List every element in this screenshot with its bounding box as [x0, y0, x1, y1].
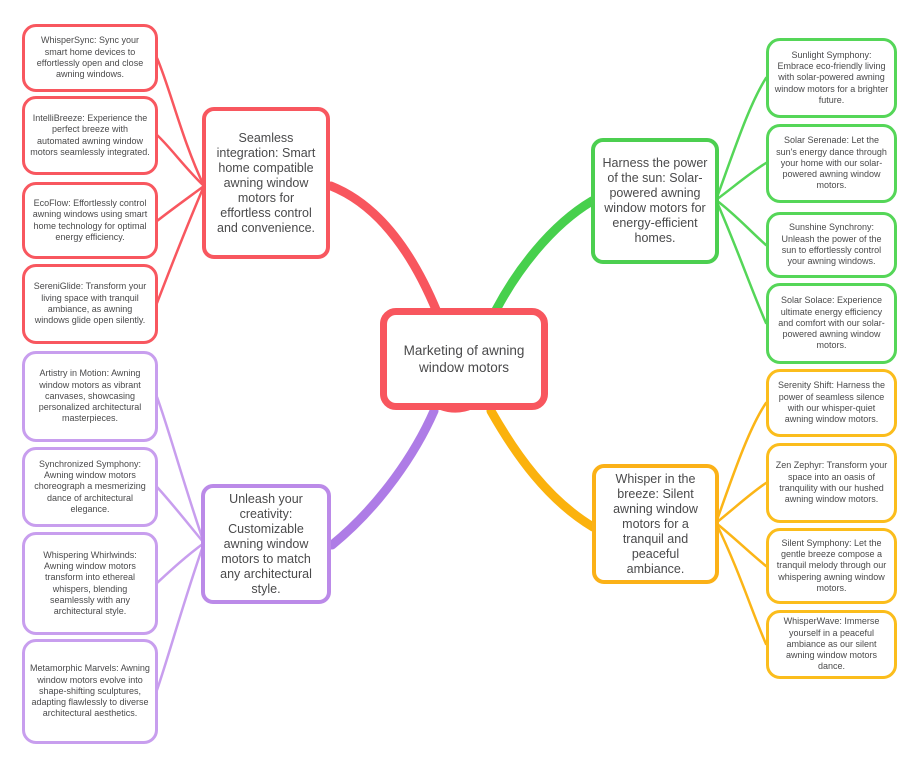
child-label: SereniGlide: Transform your living space…: [33, 281, 147, 326]
child-curve-artistry-in-motion: [155, 395, 206, 545]
child-curve-ecoflow: [155, 184, 206, 223]
branch-curve-solar-power: [491, 196, 597, 315]
child-node-synchronized-symphony[interactable]: Synchronized Symphony: Awning window mot…: [22, 447, 158, 527]
child-label: Serenity Shift: Harness the power of sea…: [777, 380, 886, 425]
child-label: Solar Serenade: Let the sun's energy dan…: [776, 135, 887, 191]
child-node-ecoflow[interactable]: EcoFlow: Effortlessly control awning win…: [22, 182, 158, 259]
central-topic-node[interactable]: Marketing of awning window motors: [380, 308, 548, 410]
child-label: Sunshine Synchrony: Unleash the power of…: [781, 222, 882, 267]
child-node-serenity-shift[interactable]: Serenity Shift: Harness the power of sea…: [766, 369, 897, 437]
child-curve-silent-symphony: [714, 521, 768, 568]
child-label: Artistry in Motion: Awning window motors…: [38, 368, 142, 424]
branch-curve-seamless-integration: [326, 181, 442, 317]
child-curve-whispersync: [155, 56, 206, 188]
branch-node-silent-tranquil[interactable]: Whisper in the breeze: Silent awning win…: [592, 464, 719, 584]
child-node-whispersync[interactable]: WhisperSync: Sync your smart home device…: [22, 24, 158, 92]
child-label: Synchronized Symphony: Awning window mot…: [34, 458, 146, 514]
child-node-intellibreeze[interactable]: IntelliBreeze: Experience the perfect br…: [22, 96, 158, 175]
child-curve-synchronized-symphony: [155, 485, 206, 545]
child-label: Solar Solace: Experience ultimate energy…: [778, 295, 885, 351]
branch-label: Unleash your creativity: Customizable aw…: [220, 491, 312, 596]
branch-node-seamless-integration[interactable]: Seamless integration: Smart home compati…: [202, 107, 330, 259]
branch-curve-silent-tranquil: [486, 406, 598, 532]
child-label: Silent Symphony: Let the gentle breeze c…: [776, 537, 887, 593]
branch-node-solar-power[interactable]: Harness the power of the sun: Solar-powe…: [591, 138, 719, 264]
child-curve-metamorphic-marvels: [155, 541, 206, 692]
child-curve-solar-serenade: [714, 161, 768, 202]
child-node-solar-serenade[interactable]: Solar Serenade: Let the sun's energy dan…: [766, 124, 897, 203]
child-curve-serenity-shift: [714, 401, 768, 525]
child-node-whispering-whirlwinds[interactable]: Whispering Whirlwinds: Awning window mot…: [22, 532, 158, 635]
child-node-sereniglide[interactable]: SereniGlide: Transform your living space…: [22, 264, 158, 344]
child-label: Metamorphic Marvels: Awning window motor…: [30, 663, 150, 719]
child-curve-solar-solace: [714, 198, 768, 325]
branch-label: Whisper in the breeze: Silent awning win…: [613, 471, 698, 576]
child-curve-sunshine-synchrony: [714, 198, 768, 247]
branch-label: Seamless integration: Smart home compati…: [216, 130, 316, 235]
child-node-sunshine-synchrony[interactable]: Sunshine Synchrony: Unleash the power of…: [766, 212, 897, 278]
child-label: IntelliBreeze: Experience the perfect br…: [30, 112, 150, 157]
child-label: Sunlight Symphony: Embrace eco-friendly …: [774, 49, 889, 105]
child-curve-intellibreeze: [155, 133, 206, 188]
child-node-sunlight-symphony[interactable]: Sunlight Symphony: Embrace eco-friendly …: [766, 38, 897, 118]
child-label: WhisperSync: Sync your smart home device…: [36, 35, 144, 80]
child-node-solar-solace[interactable]: Solar Solace: Experience ultimate energy…: [766, 283, 897, 364]
branch-node-customizable-style[interactable]: Unleash your creativity: Customizable aw…: [201, 484, 331, 604]
child-curve-sunlight-symphony: [714, 76, 768, 202]
child-curve-zen-zephyr: [714, 481, 768, 525]
central-topic-label: Marketing of awning window motors: [403, 343, 525, 375]
child-label: EcoFlow: Effortlessly control awning win…: [32, 197, 148, 242]
branch-curve-customizable-style: [327, 406, 439, 550]
child-node-zen-zephyr[interactable]: Zen Zephyr: Transform your space into an…: [766, 443, 897, 523]
child-label: Whispering Whirlwinds: Awning window mot…: [43, 549, 137, 617]
child-label: Zen Zephyr: Transform your space into an…: [775, 460, 888, 505]
child-curve-whisperwave: [714, 521, 768, 646]
branch-label: Harness the power of the sun: Solar-powe…: [602, 156, 708, 245]
child-curve-sereniglide: [155, 184, 206, 305]
child-node-metamorphic-marvels[interactable]: Metamorphic Marvels: Awning window motor…: [22, 639, 158, 744]
child-label: WhisperWave: Immerse yourself in a peace…: [783, 616, 880, 672]
child-node-artistry-in-motion[interactable]: Artistry in Motion: Awning window motors…: [22, 351, 158, 442]
child-curve-whispering-whirlwinds: [155, 541, 206, 585]
child-node-silent-symphony[interactable]: Silent Symphony: Let the gentle breeze c…: [766, 528, 897, 604]
child-node-whisperwave[interactable]: WhisperWave: Immerse yourself in a peace…: [766, 610, 897, 679]
